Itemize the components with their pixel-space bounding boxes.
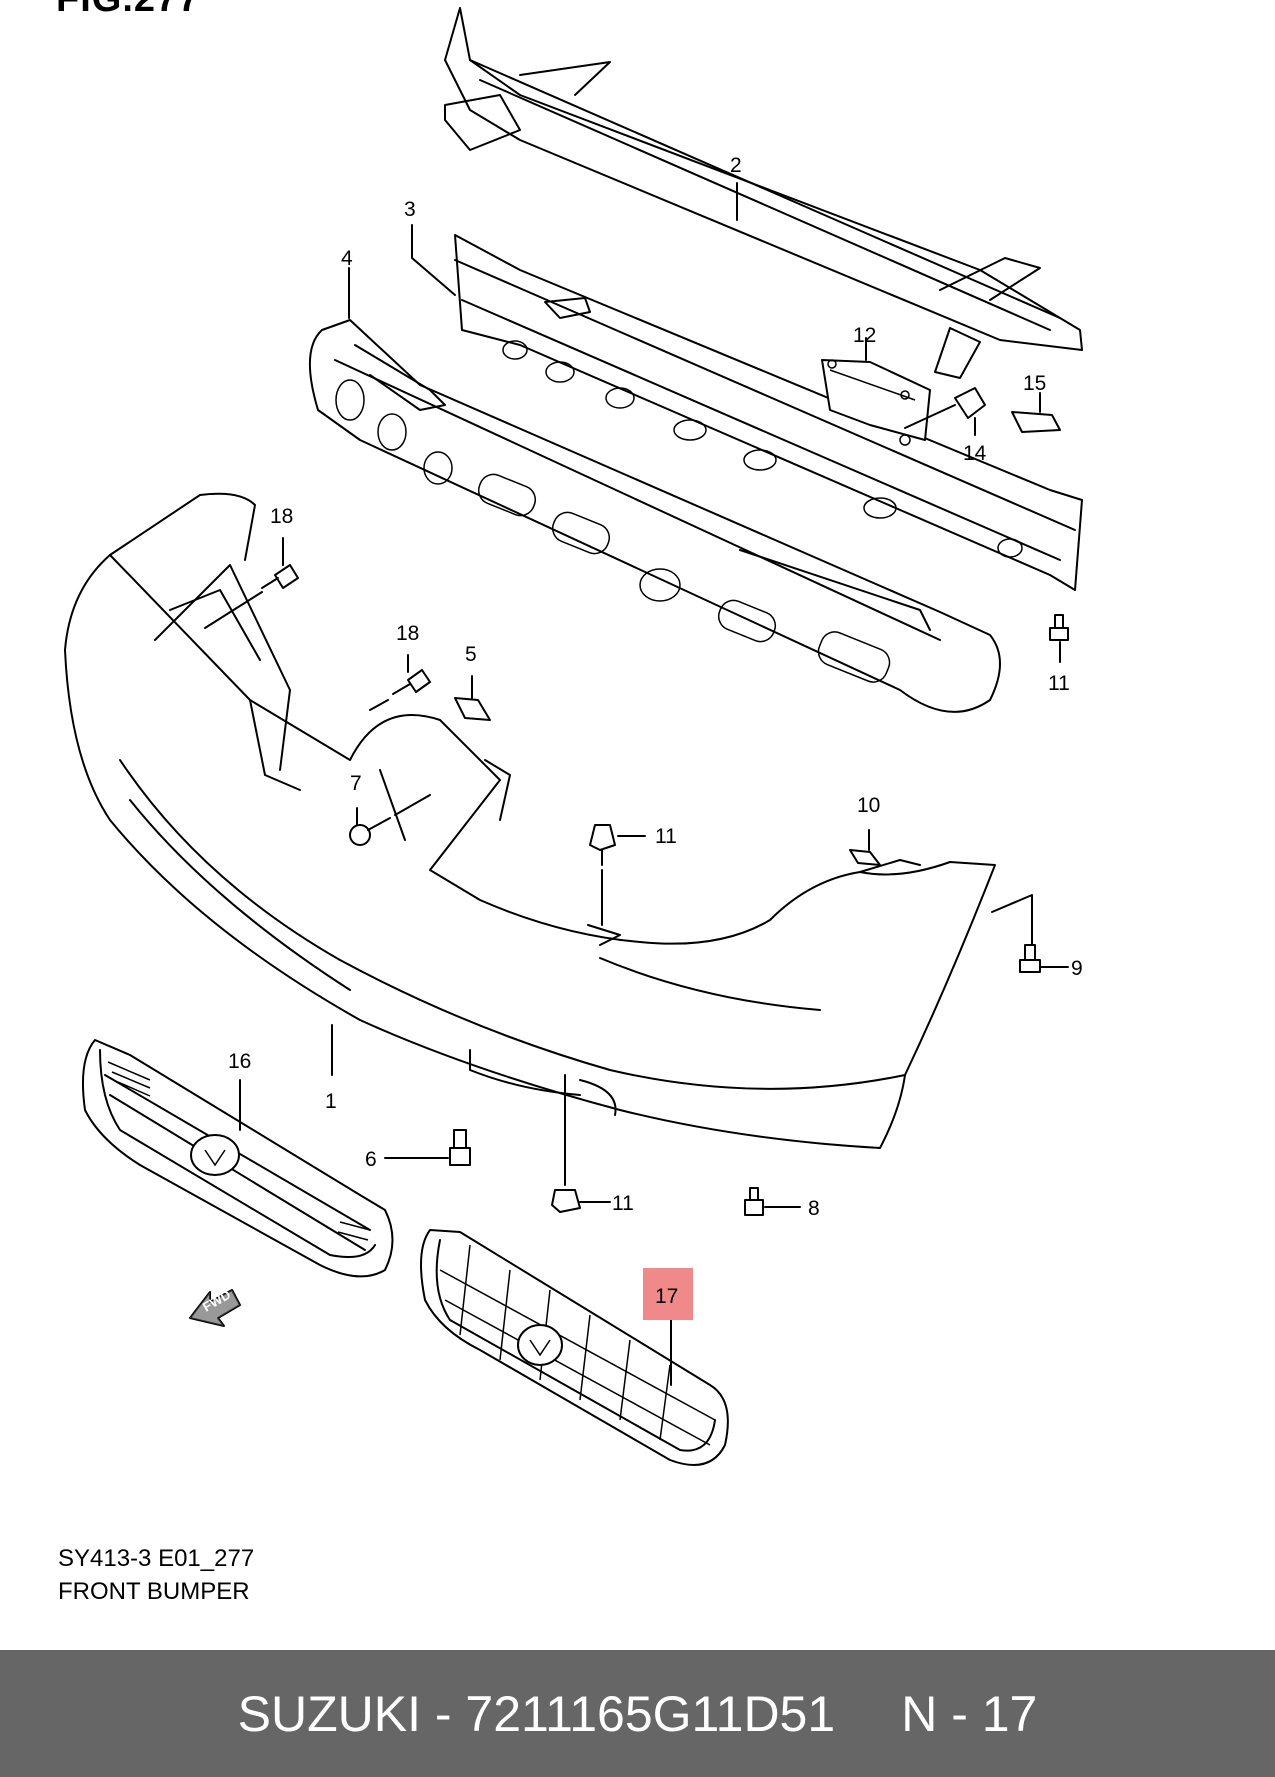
callout-15[interactable]: 15 <box>1023 372 1046 395</box>
fastener-5 <box>454 697 491 721</box>
diagram-code: SY413-3 E01_277 <box>58 1545 255 1572</box>
part-13-bracket <box>821 359 931 446</box>
figure-title: FIG.277 <box>56 0 200 21</box>
callout-3[interactable]: 3 <box>404 198 416 221</box>
fastener-18b <box>369 669 431 711</box>
callout-11b[interactable]: 11 <box>612 1192 634 1215</box>
callout-12[interactable]: 11 <box>1048 672 1070 695</box>
callout-2[interactable]: 2 <box>730 154 742 177</box>
part-17-lower-grille <box>420 1229 729 1466</box>
fastener-9 <box>991 894 1041 973</box>
callout-16[interactable]: 16 <box>228 1050 251 1073</box>
part-3-reinforcement <box>454 234 1083 591</box>
fastener-11b <box>551 1074 581 1213</box>
callout-11a[interactable]: 11 <box>655 825 677 848</box>
part-2-upper-member <box>444 7 1083 379</box>
exploded-view-diagram: FWD 2 3 4 12 15 14 18 18 5 11 7 10 11 9 … <box>64 7 1083 1466</box>
forward-direction-arrow: FWD <box>189 1287 241 1327</box>
fastener-6 <box>449 1129 471 1166</box>
callout-5[interactable]: 5 <box>465 643 477 666</box>
fastener-18a <box>204 564 299 629</box>
callout-4[interactable]: 4 <box>341 247 353 270</box>
part-info-footer: SUZUKI - 7211165G11D51 N - 17 <box>0 1650 1275 1777</box>
diagram-name: FRONT BUMPER <box>58 1578 250 1605</box>
fastener-8 <box>744 1187 764 1216</box>
callout-13[interactable]: 12 <box>853 324 876 347</box>
fastener-11a <box>589 824 616 926</box>
callout-labels: 2 3 4 12 15 14 18 18 5 11 7 10 11 9 16 1… <box>228 154 1083 1308</box>
fastener-7 <box>349 794 431 846</box>
position-number: N - 17 <box>901 1685 1038 1742</box>
part-16-upper-grille <box>82 1039 394 1278</box>
leader-lines <box>239 182 1069 1386</box>
callout-1[interactable]: 1 <box>325 1090 337 1113</box>
callout-18b[interactable]: 18 <box>396 622 419 645</box>
part-15-pad <box>1011 411 1061 433</box>
callout-17[interactable]: 17 <box>655 1285 678 1308</box>
callout-18a[interactable]: 18 <box>270 505 293 528</box>
part-14-bolt <box>904 387 986 429</box>
callout-10[interactable]: 10 <box>857 794 880 817</box>
fastener-10 <box>849 849 881 866</box>
brand-part-number: SUZUKI - 7211165G11D51 <box>237 1685 836 1742</box>
part-4-absorber <box>309 319 1001 713</box>
callout-6[interactable]: 6 <box>365 1148 377 1171</box>
callout-8[interactable]: 8 <box>808 1197 820 1220</box>
callout-17-highlight <box>643 1268 693 1320</box>
fastener-12 <box>1049 614 1069 641</box>
callout-7[interactable]: 7 <box>350 772 362 795</box>
part-1-bumper-cover <box>64 492 996 1149</box>
callout-9[interactable]: 9 <box>1071 957 1083 980</box>
callout-14[interactable]: 14 <box>963 442 987 465</box>
